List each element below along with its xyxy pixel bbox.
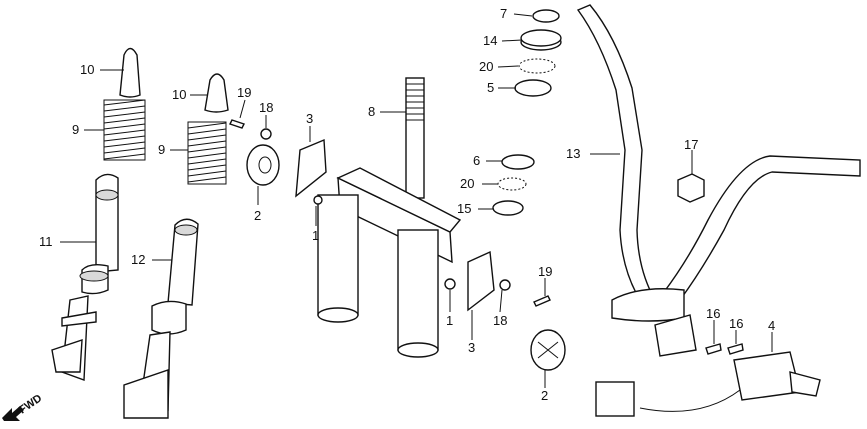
callout-1: 1 [312, 228, 319, 243]
bracket-right [467, 250, 495, 312]
callout-11: 11 [39, 234, 53, 249]
fork-cap-mid [204, 73, 229, 113]
nut-1-left [313, 195, 323, 205]
handlebar [576, 4, 861, 357]
callout-19: 19 [538, 264, 552, 279]
callout-15: 15 [457, 201, 471, 216]
nut-18-right [499, 279, 511, 291]
callout-7: 7 [500, 6, 507, 21]
callout-2: 2 [254, 208, 261, 223]
callout-1: 1 [446, 313, 453, 328]
reflector-left [246, 144, 280, 186]
nut-1-right [444, 278, 456, 290]
callout-6: 6 [473, 153, 480, 168]
nut-17 [677, 173, 705, 203]
callout-2: 2 [541, 388, 548, 403]
callout-3: 3 [468, 340, 475, 355]
screw-16-b [727, 343, 744, 355]
forward-direction-label: FWD [17, 392, 44, 416]
fork-spring-left [103, 99, 146, 161]
callout-9: 9 [158, 142, 165, 157]
bearing-stack-upper [514, 9, 562, 97]
forward-arrow-icon [2, 406, 24, 421]
callout-13: 13 [566, 146, 580, 161]
fork-spring-mid [187, 121, 227, 185]
callout-5: 5 [487, 80, 494, 95]
leader-lines [60, 13, 773, 388]
steering-stem [317, 77, 462, 358]
callout-8: 8 [368, 104, 375, 119]
bracket-left [295, 138, 327, 198]
callout-3: 3 [306, 111, 313, 126]
nut-18-left [260, 128, 272, 140]
callout-12: 12 [131, 252, 145, 267]
callout-19: 19 [237, 85, 251, 100]
bolt-19-left [229, 119, 245, 129]
callout-10: 10 [172, 87, 186, 102]
fork-cap-left [119, 47, 141, 98]
callout-20: 20 [460, 176, 474, 191]
callout-18: 18 [493, 313, 507, 328]
callout-16: 16 [706, 306, 720, 321]
ignition-switch [595, 351, 821, 417]
callout-17: 17 [684, 137, 698, 152]
bearing-stack-lower [492, 154, 535, 216]
fork-tube-mid [123, 218, 199, 419]
bolt-19-right [533, 295, 551, 307]
callout-labels: 7 14 20 5 10 10 19 18 3 8 9 9 6 20 15 13… [39, 6, 775, 403]
screw-16-a [705, 343, 722, 355]
fork-tube-left [51, 173, 119, 381]
callout-20: 20 [479, 59, 493, 74]
reflector-right [530, 329, 566, 371]
callout-9: 9 [72, 122, 79, 137]
callout-18: 18 [259, 100, 273, 115]
callout-16: 16 [729, 316, 743, 331]
callout-14: 14 [483, 33, 497, 48]
callout-4: 4 [768, 318, 775, 333]
callout-10: 10 [80, 62, 94, 77]
